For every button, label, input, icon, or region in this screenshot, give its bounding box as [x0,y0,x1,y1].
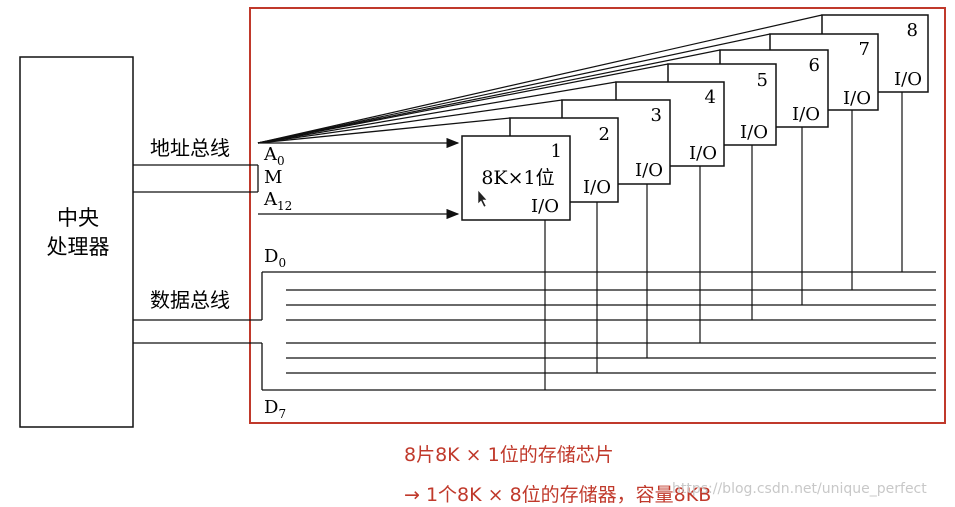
mouse-cursor-icon [477,189,488,208]
chip-2-io: I/O [583,177,611,198]
chip-1-io: I/O [531,196,559,217]
chip-7-io: I/O [843,88,871,109]
memory-frame [249,7,946,424]
caption-line1: 8片8K × 1位的存储芯片 [404,444,614,466]
chip-5-number: 5 [757,70,768,91]
watermark: https://blog.csdn.net/unique_perfect [672,481,927,497]
cpu-label-line1: 中央 [57,206,99,230]
chip-6-number: 6 [809,55,820,76]
address-bus-label: 地址总线 [150,136,230,160]
pin-d7: D7 [264,397,286,421]
pin-d0: D0 [264,246,286,270]
chip-8-number: 8 [907,20,918,41]
address-fanout [257,14,823,144]
chip-2-number: 2 [599,124,610,145]
chip-8-io: I/O [894,69,922,90]
chip-3-io: I/O [635,160,663,181]
caption-line2: → 1个8K × 8位的存储器，容量8KB [404,484,712,506]
data-bus [133,272,263,390]
cpu-label-line2: 处理器 [47,235,110,259]
pin-m: M [264,167,282,188]
cpu-box [19,56,134,428]
chip-7-number: 7 [859,39,870,60]
chip-1-number: 1 [551,141,562,162]
chip-4-number: 4 [705,87,716,108]
data-bus-label: 数据总线 [150,288,230,312]
address-arrows [257,117,511,220]
chip-1-spec: 8K×1位 [481,167,554,189]
chip-5-io: I/O [740,122,768,143]
chip-4-io: I/O [689,143,717,164]
address-bus [133,164,259,193]
data-bit-lines [262,271,936,391]
chip-3-number: 3 [651,105,662,126]
pin-a12: A12 [263,189,292,213]
io-taps [544,92,903,390]
chip-6-io: I/O [792,104,820,125]
pin-a0: A0 [263,144,285,168]
chip-1: 1 8K×1位 I/O [461,135,571,221]
